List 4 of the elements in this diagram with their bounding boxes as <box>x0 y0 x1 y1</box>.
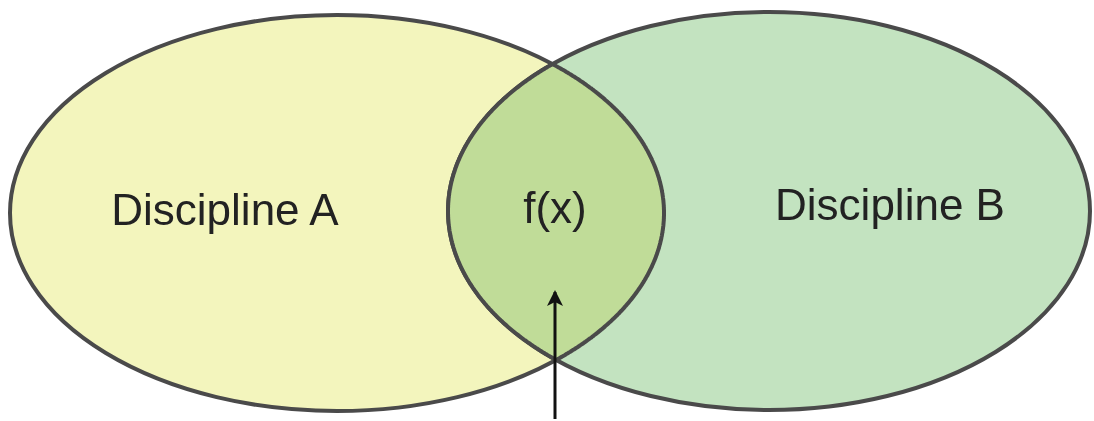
arrow <box>547 290 563 419</box>
set-label: Discipline A <box>111 185 339 235</box>
set-label: f(x) <box>523 183 587 233</box>
set-label: Discipline B <box>775 180 1005 230</box>
